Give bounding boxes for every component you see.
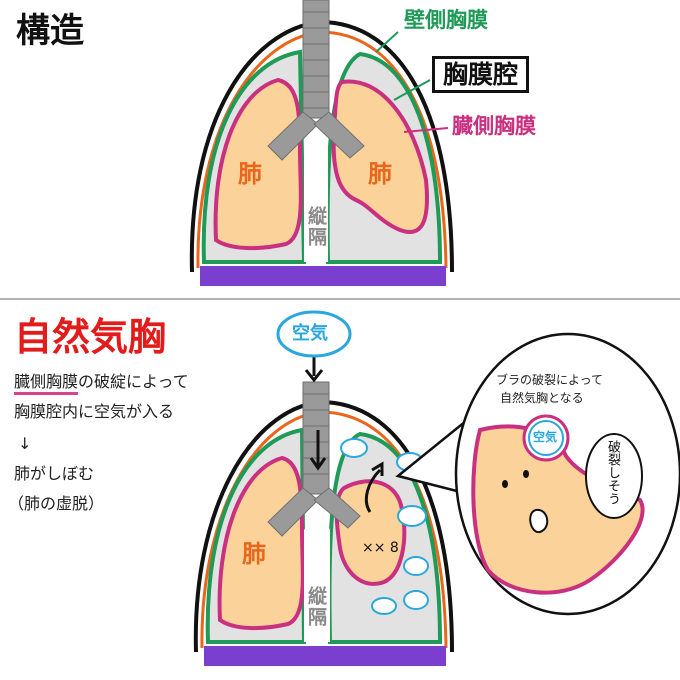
zoom-face-eye-right [523, 470, 529, 478]
label-pleural-cavity: 胸膜腔 [432, 56, 530, 93]
explanation-line-3: 肺がしぼむ [14, 464, 95, 483]
air-bubble [397, 505, 427, 527]
explanation-line-1: 臓側胸膜の破綻によって [14, 372, 189, 395]
air-bubbles [340, 438, 429, 615]
bottom-left-lung-label: 肺 [242, 540, 266, 568]
label-parietal-pleura: 壁側胸膜 [404, 8, 488, 32]
underlined-term: 臓側胸膜 [14, 372, 79, 395]
bottom-left-bronchus [267, 487, 319, 537]
air-bubble [403, 556, 429, 576]
top-left-lung-label: 肺 [238, 160, 262, 188]
bottom-mediastinum-label: 縦隔 [305, 586, 327, 628]
top-thorax [189, 0, 454, 286]
air-bubble [403, 590, 429, 610]
top-mediastinum-label: 縦隔 [305, 206, 327, 248]
zoom-face-mouth [529, 508, 549, 534]
trachea-arrow-head [309, 457, 327, 471]
zoom-face-eye-left [502, 480, 508, 488]
air-bubble [340, 438, 368, 458]
speech-bubble-small [585, 433, 643, 519]
air-inflow-arrow-head [304, 369, 324, 383]
explanation-arrow: ↓ [18, 434, 32, 453]
bottom-thorax: ×× 8 [193, 310, 454, 666]
top-heading: 構造 [16, 11, 84, 51]
speech-burst-text: 破裂しそう [605, 440, 620, 505]
pointer-parietal [375, 31, 399, 53]
air-cloud-label: 空気 [292, 323, 328, 344]
collapsed-lung-face: ×× 8 [362, 540, 399, 556]
explanation-line-2: 胸膜腔内に空気が入る [14, 402, 175, 421]
pointer-visceral [403, 127, 449, 133]
bottom-right-bronchus [313, 487, 361, 529]
zoom-caption-line-1: ブラの破裂によって [496, 373, 604, 387]
escape-air-arrow-head [371, 461, 384, 476]
air-cloud-shape [276, 310, 352, 358]
label-visceral-pleura: 臓側胸膜 [452, 114, 536, 138]
pointer-cavity [393, 79, 431, 101]
top-mediastinum [304, 142, 328, 262]
explanation-line-4: （肺の虚脱） [8, 494, 105, 513]
zoom-bubble [395, 332, 680, 616]
line1-rest: の破綻によって [78, 372, 189, 391]
top-diaphragm [200, 266, 446, 286]
air-bubble [371, 597, 397, 615]
bottom-trachea [302, 381, 330, 495]
bottom-diaphragm [204, 646, 446, 666]
bottom-collapsed-right-lung [334, 479, 407, 586]
bottom-mediastinum [304, 522, 330, 642]
escape-air-arrow [364, 468, 382, 513]
bulla-inner [528, 420, 564, 456]
zoom-caption-line-2: 自然気胸となる [500, 391, 584, 405]
top-right-lung-label: 肺 [368, 160, 392, 188]
top-right-bronchus [313, 111, 365, 159]
bottom-heading: 自然気胸 [14, 315, 167, 359]
top-left-bronchus [267, 111, 319, 161]
bulla-air-label: 空気 [533, 430, 558, 444]
top-trachea [302, 0, 330, 119]
